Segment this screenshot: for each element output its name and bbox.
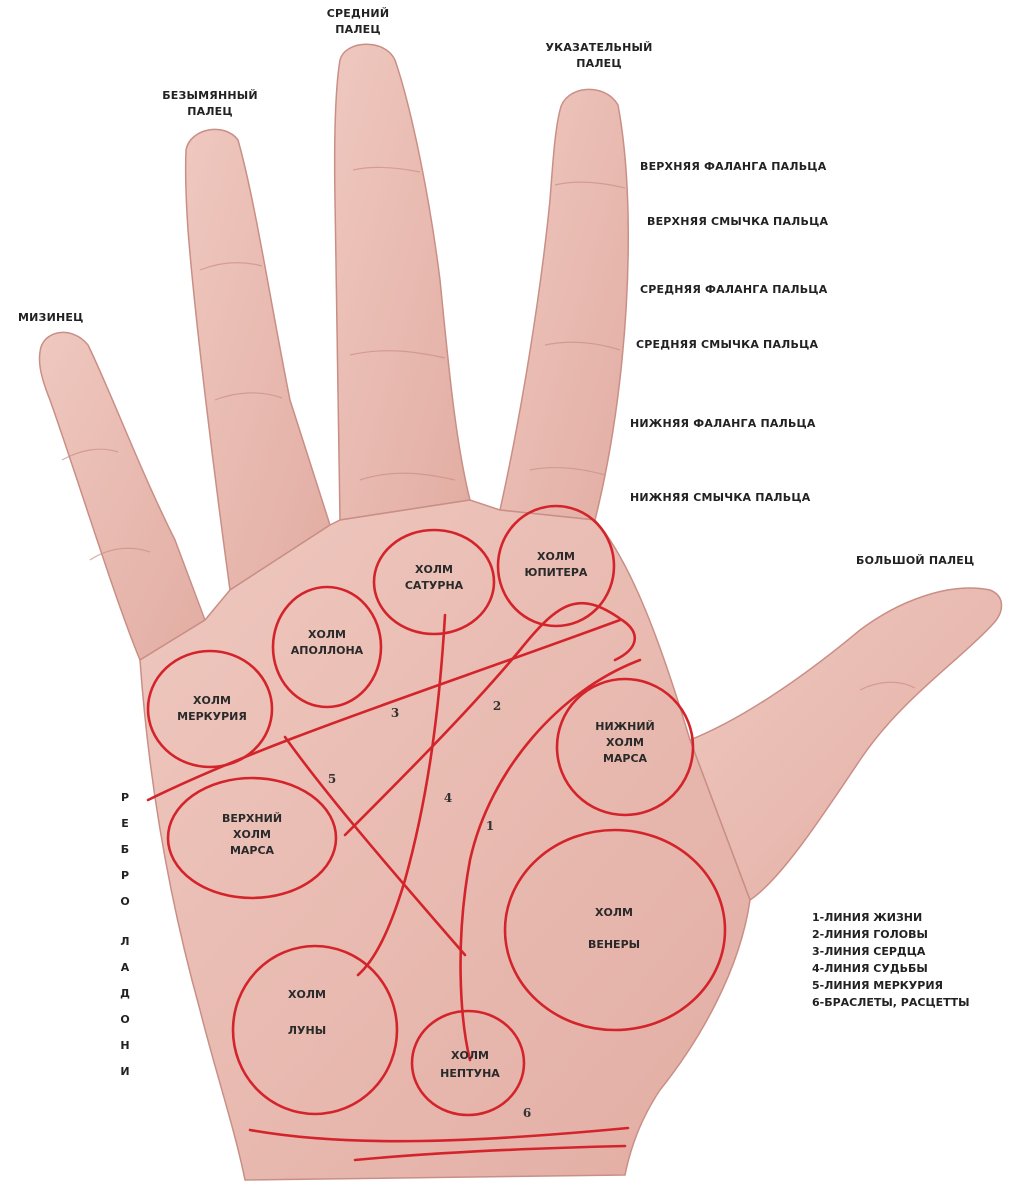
thumb-label: БОЛЬШОЙ ПАЛЕЦ — [856, 554, 975, 567]
bracelet-line-1 — [248, 1126, 630, 1143]
mount-circles — [146, 504, 727, 1117]
phalanx-label-6: НИЖНЯЯ СМЫЧКА ПАЛЬЦА — [630, 491, 811, 504]
palm-edge-letter: Н — [120, 1039, 130, 1052]
thumb — [689, 587, 1003, 902]
life-line — [459, 658, 642, 1062]
mount-moon-circle — [231, 944, 399, 1116]
palm-edge-letter: Р — [120, 791, 130, 804]
line-numbers: 1 2 3 4 5 6 — [328, 699, 531, 1120]
legend: 1-ЛИНИЯ ЖИЗНИ 2-ЛИНИЯ ГОЛОВЫ 3-ЛИНИЯ СЕР… — [812, 909, 970, 1011]
line-number-4: 4 — [444, 791, 452, 805]
palm-edge-letter: Е — [121, 817, 129, 830]
legend-item: 1-ЛИНИЯ ЖИЗНИ — [812, 911, 923, 924]
mount-jupiter-circle — [496, 504, 616, 628]
legend-item: 2-ЛИНИЯ ГОЛОВЫ — [812, 928, 928, 941]
mount-venus-circle — [503, 828, 727, 1032]
phalanx-label-4: СРЕДНЯЯ СМЫЧКА ПАЛЬЦА — [636, 338, 819, 351]
palm-edge-letter: О — [120, 1013, 130, 1026]
legend-item: 6-БРАСЛЕТЫ, РАСЦЕТТЫ — [812, 996, 970, 1009]
index-finger — [499, 88, 630, 521]
bracelet-line-2 — [353, 1144, 627, 1162]
mount-neptune-circle — [410, 1009, 526, 1117]
ring-finger — [184, 128, 331, 592]
line-number-6: 6 — [523, 1106, 531, 1120]
palm-edge-letter: И — [120, 1065, 130, 1078]
hand-shape — [38, 43, 1003, 1181]
palm-edge-letter: Л — [120, 935, 130, 948]
palm-edge-letter: Б — [120, 843, 130, 856]
line-number-1: 1 — [486, 819, 494, 833]
little-finger — [38, 331, 206, 662]
legend-item: 3-ЛИНИЯ СЕРДЦА — [812, 945, 926, 958]
line-number-2: 2 — [493, 699, 501, 713]
mercury-line — [283, 735, 467, 957]
mount-apollo-circle — [271, 585, 383, 709]
heart-line — [146, 618, 622, 802]
mount-upper-mars-circle — [166, 776, 338, 900]
mount-mercury-circle — [146, 649, 274, 769]
palm-edge-letter: Р — [120, 869, 130, 882]
palm — [139, 499, 751, 1181]
palm-edge-letter: А — [120, 961, 130, 974]
phalanx-label-2: ВЕРХНЯЯ СМЫЧКА ПАЛЬЦА — [647, 215, 829, 228]
line-number-5: 5 — [328, 772, 336, 786]
mount-lower-mars-circle — [555, 677, 695, 817]
mount-saturn-circle — [372, 528, 496, 636]
line-number-3: 3 — [391, 706, 399, 720]
palm-edge-letter: О — [120, 895, 130, 908]
phalanx-label-1: ВЕРХНЯЯ ФАЛАНГА ПАЛЬЦА — [640, 160, 827, 173]
phalanx-label-3: СРЕДНЯЯ ФАЛАНГА ПАЛЬЦА — [640, 283, 828, 296]
palm-edge-letter — [118, 915, 132, 929]
little-finger-label: МИЗИНЕЦ — [18, 311, 84, 324]
legend-item: 4-ЛИНИЯ СУДЬБЫ — [812, 962, 928, 975]
phalanx-label-5: НИЖНЯЯ ФАЛАНГА ПАЛЬЦА — [630, 417, 816, 430]
fate-line — [356, 613, 447, 977]
legend-item: 5-ЛИНИЯ МЕРКУРИЯ — [812, 979, 944, 992]
middle-finger — [333, 43, 471, 521]
palm-edge-letter: Д — [120, 987, 130, 1000]
